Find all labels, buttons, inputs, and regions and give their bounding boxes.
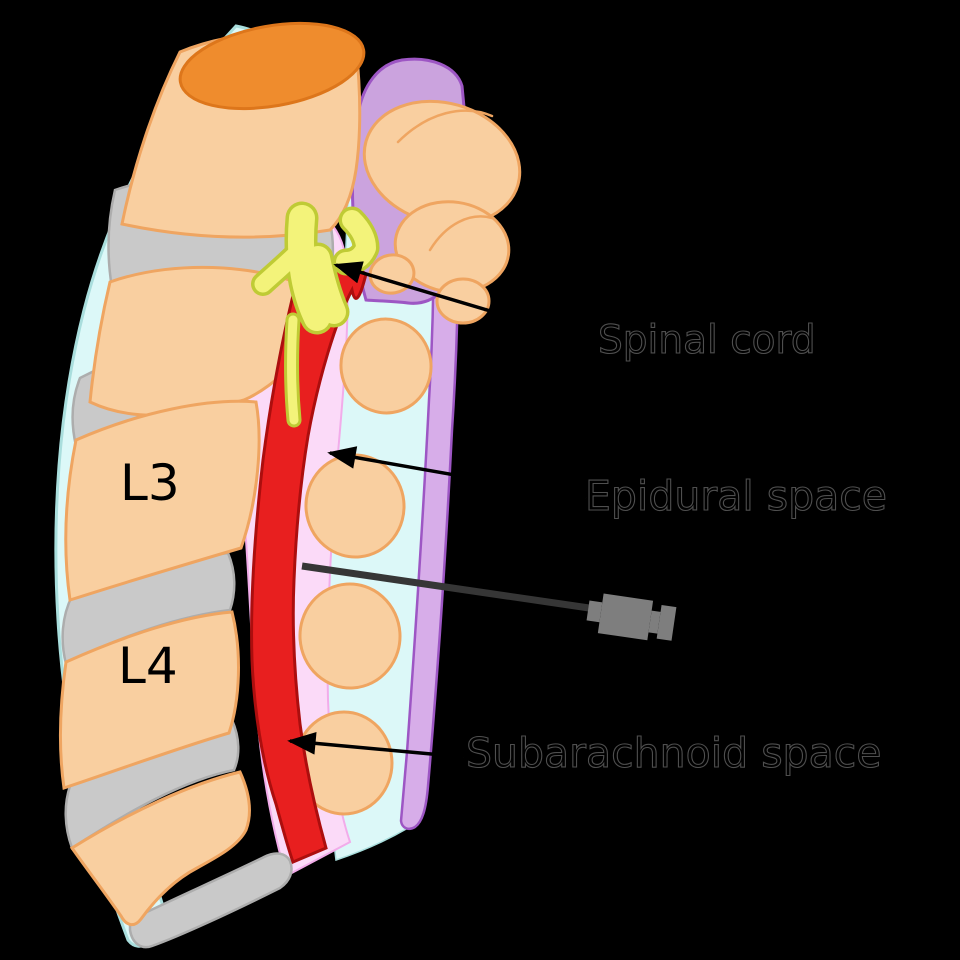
- vertebra-body-L5: [69, 770, 251, 927]
- articular-process: [435, 277, 491, 325]
- intervertebral-disc: [128, 852, 293, 949]
- vertebra-body-L3: [64, 399, 261, 602]
- epidural-space-arrow: [327, 446, 587, 500]
- needle-hub: [586, 593, 677, 641]
- vertebra-label-l3: L3: [120, 454, 180, 512]
- spinous-process: [298, 582, 402, 690]
- spinal-cord-label: Spinal cord: [597, 318, 816, 363]
- annotation-arrows: [287, 261, 602, 759]
- subarachnoid-space-label: Subarachnoid space: [465, 729, 882, 777]
- spinal-cord-arrow: [333, 261, 602, 346]
- bone-contour-line: [396, 109, 494, 144]
- vertebra-body-L4: [58, 610, 240, 790]
- spinous-process: [339, 317, 433, 415]
- epidural-needle: [301, 562, 677, 641]
- spinal-cord-structure: [251, 201, 380, 428]
- bone-contour-line: [428, 215, 494, 252]
- vertebra-cut-surface: [178, 21, 366, 111]
- subarachnoid-space-arrow: [287, 732, 465, 759]
- needle-shaft: [301, 562, 597, 613]
- epidural-space-label: Epidural space: [584, 472, 888, 520]
- vertebra-label-l4: L4: [118, 637, 178, 695]
